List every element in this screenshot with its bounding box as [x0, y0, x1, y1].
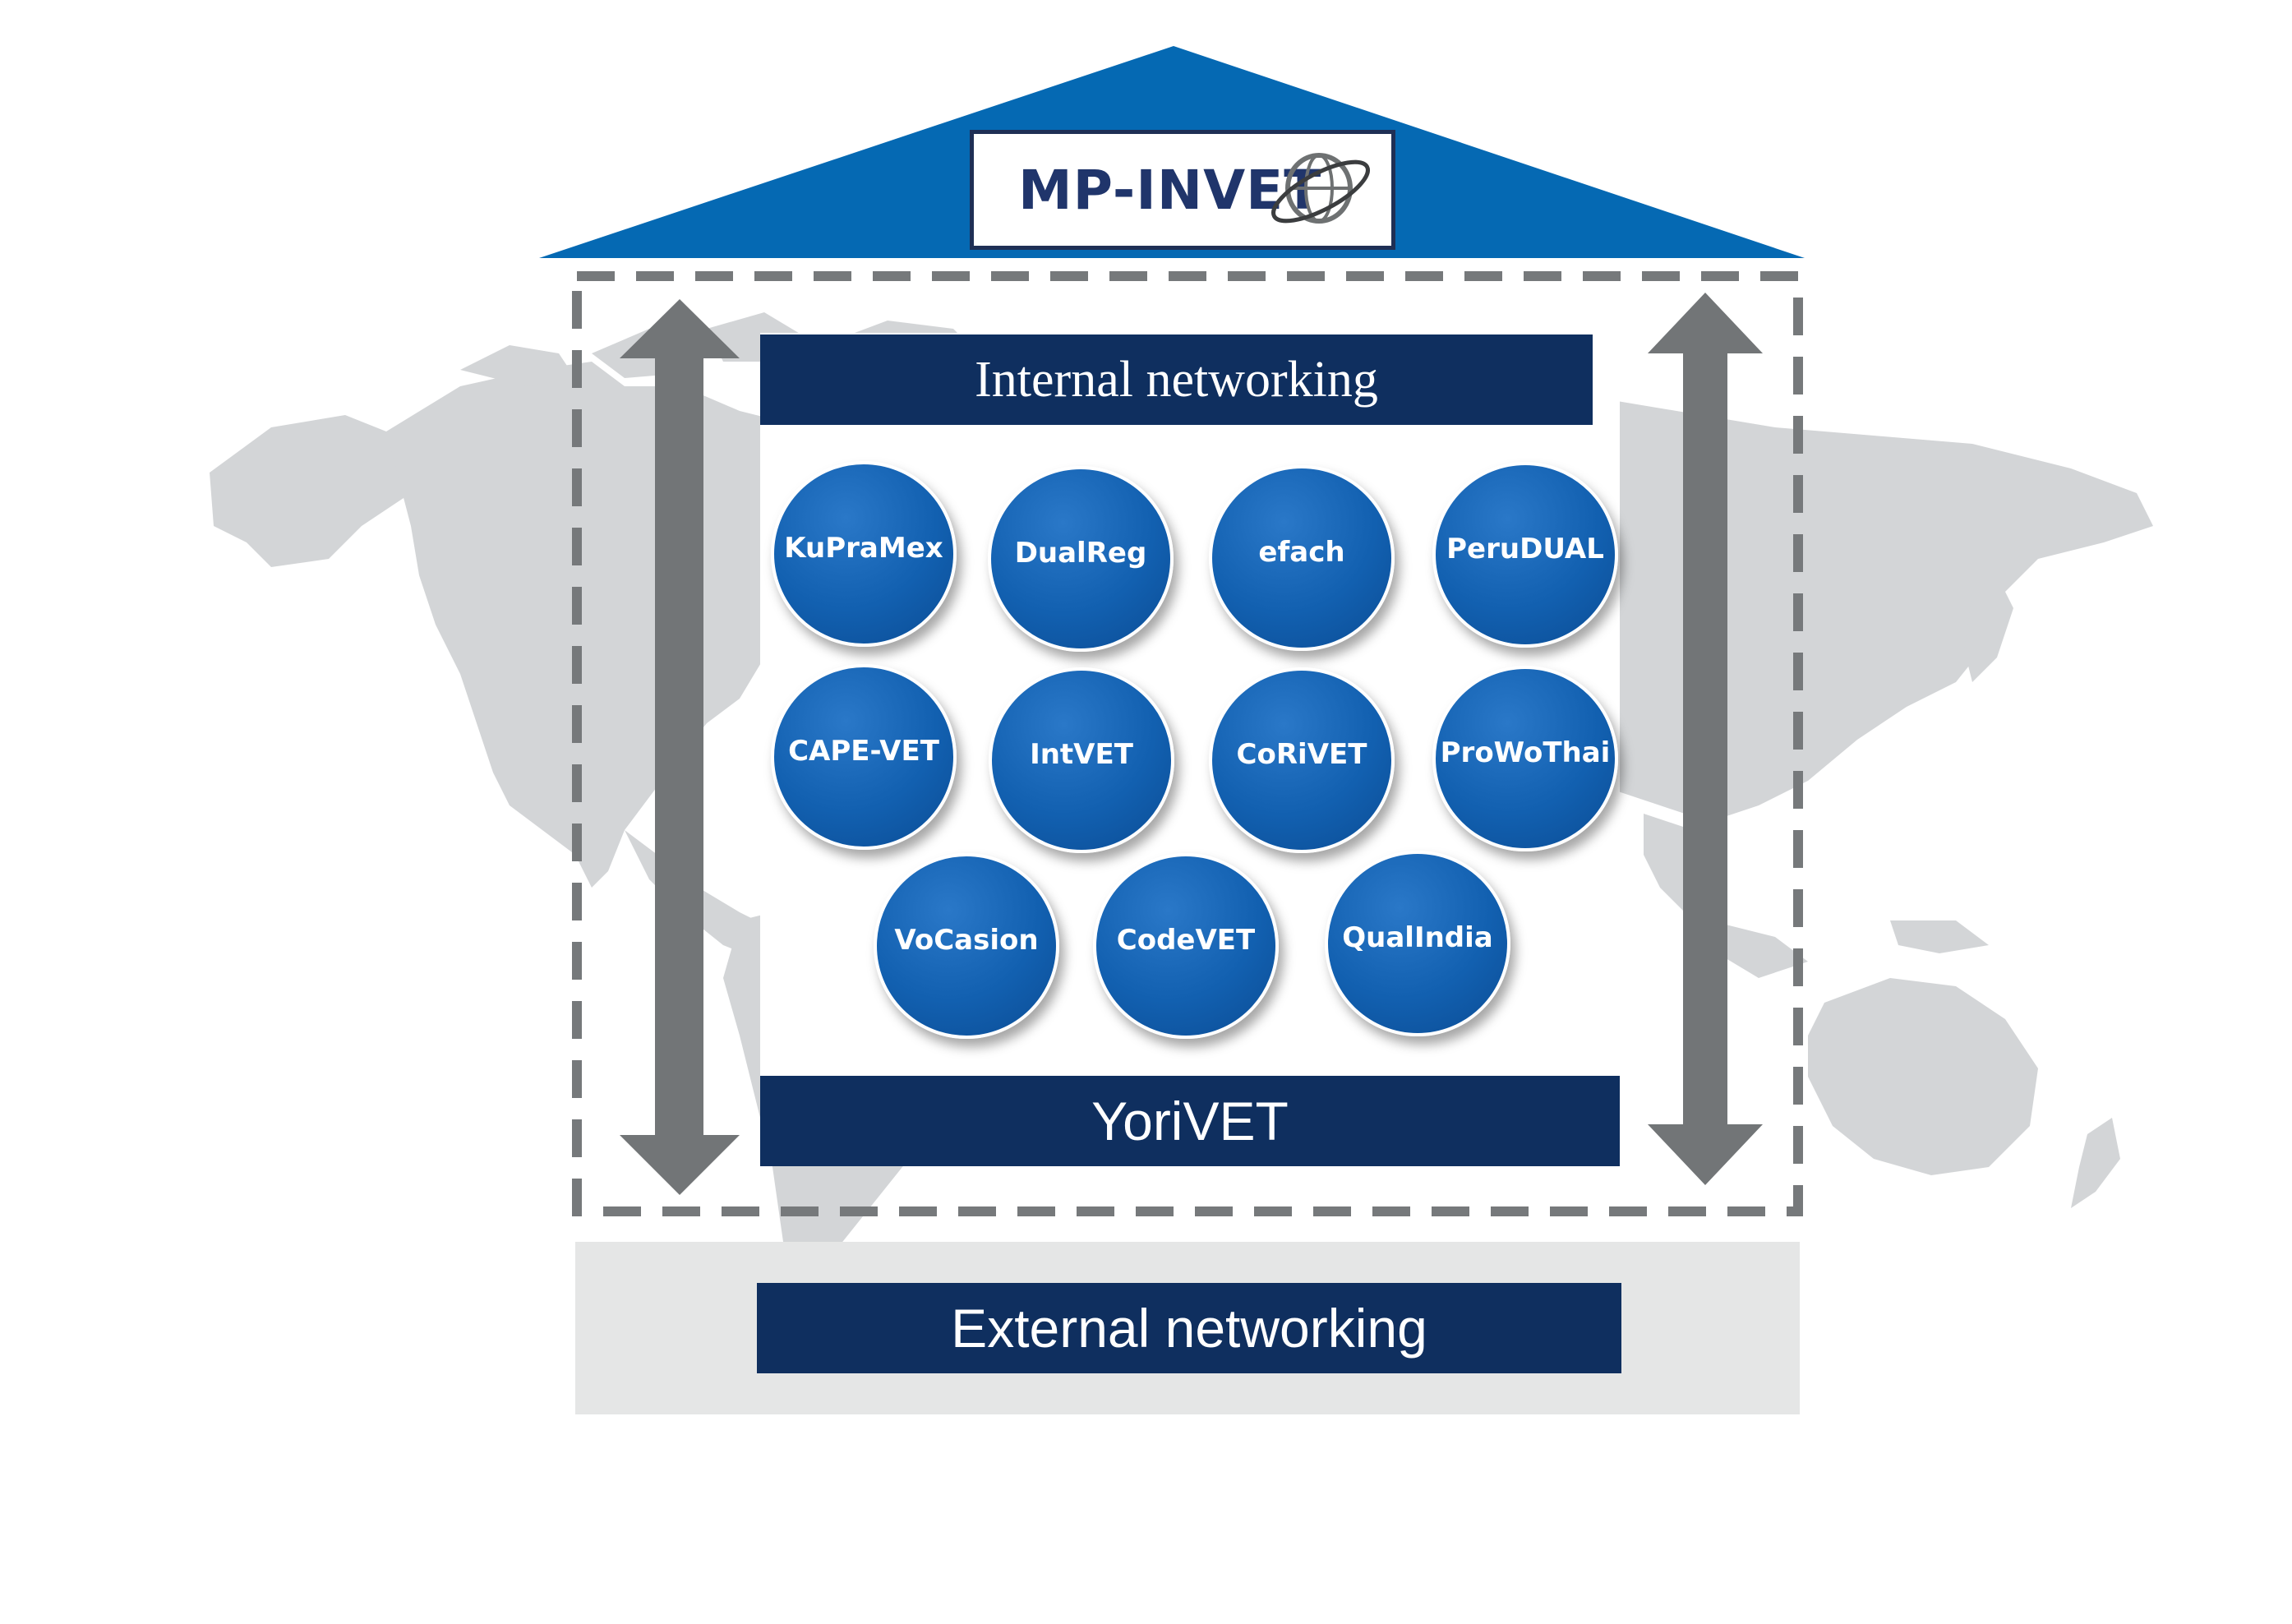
yorivet-banner: YoriVET: [760, 1076, 1620, 1166]
project-circle-corivet: CoRiVET: [1209, 667, 1395, 853]
project-label: PeruDUAL: [1446, 533, 1604, 565]
project-label: ProWoThai: [1440, 736, 1611, 769]
project-circle-kupramex: KuPraMex: [771, 461, 957, 647]
project-label: efach: [1258, 536, 1345, 569]
project-circle-perudual: PeruDUAL: [1432, 462, 1618, 648]
project-label: CoRiVET: [1236, 738, 1367, 771]
project-label: CodeVET: [1116, 924, 1256, 957]
project-circle-vocasion: VoCasion: [874, 853, 1059, 1039]
project-label: IntVET: [1030, 738, 1133, 771]
project-label: QualIndia: [1342, 921, 1493, 954]
logo-text: MP-INVET: [1018, 159, 1322, 222]
project-label: VoCasion: [894, 924, 1039, 957]
mp-invet-logo: MP-INVET: [970, 130, 1395, 250]
project-circle-qualindia: QualIndia: [1325, 851, 1510, 1036]
project-circle-efach: efach: [1209, 465, 1395, 651]
project-circle-cape-vet: CAPE-VET: [771, 664, 957, 850]
project-circle-intvet: IntVET: [989, 667, 1174, 853]
project-label: DualReg: [1014, 537, 1147, 570]
project-label: CAPE-VET: [788, 735, 939, 768]
internal-networking-banner: Internal networking: [760, 334, 1593, 425]
project-circle-codevet: CodeVET: [1093, 853, 1279, 1039]
globe-icon: [1271, 153, 1370, 224]
project-circle-prowothai: ProWoThai: [1432, 666, 1618, 851]
project-label: KuPraMex: [784, 532, 943, 565]
external-networking-label: External networking: [951, 1298, 1427, 1359]
yorivet-label: YoriVET: [1091, 1091, 1289, 1151]
external-networking-banner: External networking: [757, 1283, 1621, 1373]
project-circle-dualreg: DualReg: [988, 466, 1174, 652]
left-double-arrow: [620, 299, 740, 1195]
right-double-arrow: [1648, 293, 1763, 1185]
internal-networking-label: Internal networking: [975, 351, 1378, 408]
